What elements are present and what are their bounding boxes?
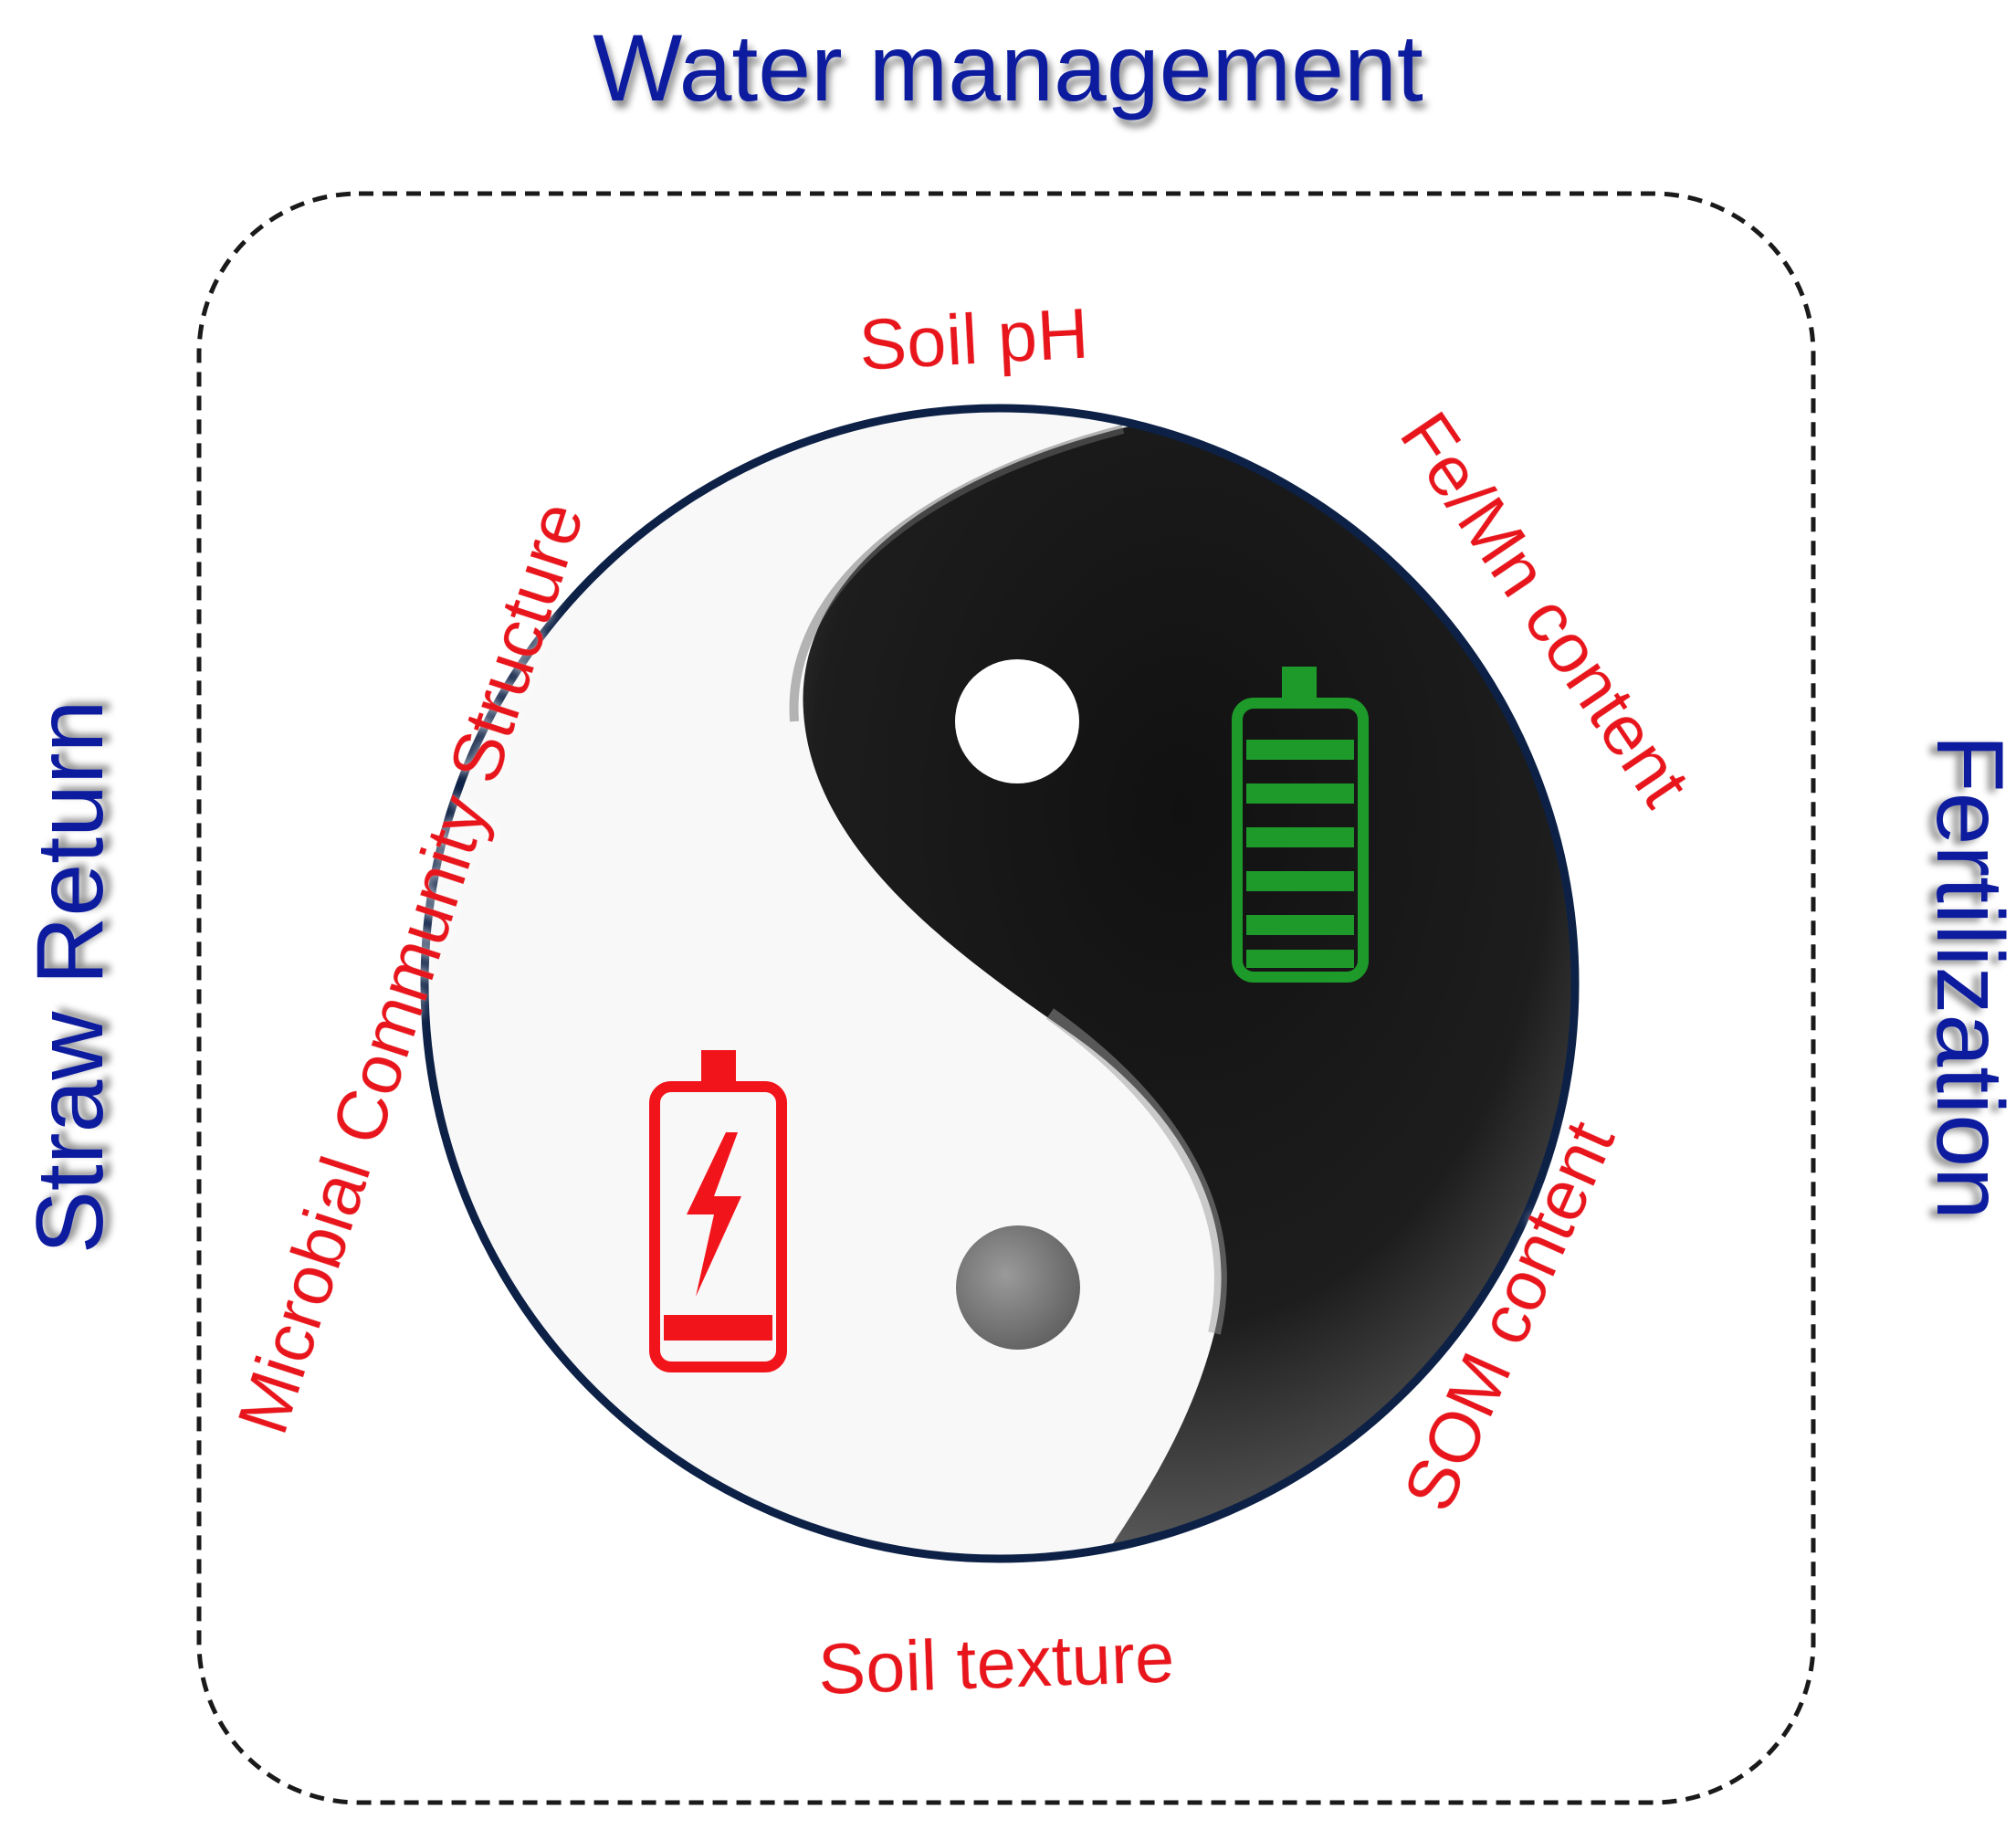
fertilization-label: Fertilization (1916, 734, 2016, 1220)
soil-texture-label: Soil texture (817, 1616, 1176, 1709)
charging-battery-icon (649, 1050, 787, 1372)
straw-return-label: Straw Return (17, 700, 123, 1255)
soil-ph-label: Soil pH (857, 293, 1091, 385)
full-battery-icon (1232, 667, 1369, 983)
dashed-frame (196, 191, 1816, 1805)
yin-eye (955, 659, 1079, 783)
circle-border (420, 404, 1580, 1563)
water-management-label: Water management (593, 16, 1423, 121)
yang-eye (956, 1225, 1080, 1350)
